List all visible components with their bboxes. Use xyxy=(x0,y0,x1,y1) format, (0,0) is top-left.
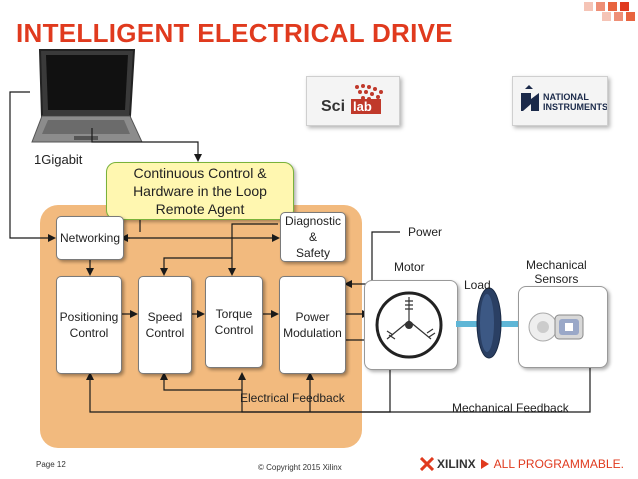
page-title: INTELLIGENT ELECTRICAL DRIVE xyxy=(16,18,453,48)
svg-text:lab: lab xyxy=(353,99,372,114)
callout-line-1: Continuous Control & xyxy=(133,165,267,181)
speed-label: Speed xyxy=(147,310,183,324)
speed-control: Control xyxy=(145,326,185,340)
positioning-label: Positioning xyxy=(59,310,119,324)
remote-agent-callout: Continuous Control & Hardware in the Loo… xyxy=(106,162,294,220)
power-label: Power xyxy=(408,225,443,239)
electrical-feedback-label: Electrical Feedback xyxy=(240,391,345,405)
laptop-icon xyxy=(31,49,143,143)
mechanical-sensors-line-2: Sensors xyxy=(534,272,579,286)
mechanical-sensors-label: Mechanical Sensors xyxy=(526,258,587,286)
callout-line-3: Remote Agent xyxy=(155,201,245,217)
diagnostic-safety-block: Diagnostic & Safety xyxy=(280,212,346,262)
corner-decoration xyxy=(578,0,638,22)
positioning-control: Control xyxy=(69,326,109,340)
national-instruments-logo: NATIONAL INSTRUMENTS xyxy=(512,76,608,126)
motor-box xyxy=(364,280,458,370)
brand-left: XILINX xyxy=(437,457,476,471)
gigabit-label: 1Gigabit xyxy=(34,152,83,167)
motor-icon xyxy=(375,291,443,359)
motor-label: Motor xyxy=(394,260,425,274)
positioning-control-block: Positioning Control xyxy=(56,276,122,374)
svg-text:Sci: Sci xyxy=(321,98,345,115)
networking-block: Networking xyxy=(56,216,124,260)
scilab-logo: Sci lab xyxy=(306,76,400,126)
svg-text:NATIONAL: NATIONAL xyxy=(543,92,589,102)
page-number: Page 12 xyxy=(36,460,66,469)
diagnostic-amp: & xyxy=(308,230,317,244)
svg-text:INSTRUMENTS: INSTRUMENTS xyxy=(543,102,607,112)
diagnostic-label: Diagnostic xyxy=(284,214,342,228)
torque-label: Torque xyxy=(215,307,253,321)
load-label: Load xyxy=(464,278,491,292)
mechanical-sensors-line-1: Mechanical xyxy=(526,258,587,272)
torque-control: Control xyxy=(214,323,254,337)
diagnostic-safety: Safety xyxy=(295,246,331,260)
encoder-icon xyxy=(528,312,584,342)
torque-control-block: Torque Control xyxy=(205,276,263,368)
copyright-text: © Copyright 2015 Xilinx xyxy=(258,463,342,472)
mechanical-sensor-box xyxy=(518,286,608,368)
power-modulation-block: Power Modulation xyxy=(279,276,346,374)
speed-control-block: Speed Control xyxy=(138,276,192,374)
brand-right: ALL PROGRAMMABLE. xyxy=(493,457,624,471)
chevron-right-icon xyxy=(480,459,489,469)
mechanical-feedback-label: Mechanical Feedback xyxy=(452,401,569,415)
power-mod-modulation: Modulation xyxy=(283,326,342,340)
networking-label: Networking xyxy=(59,231,121,245)
power-mod-label: Power xyxy=(295,310,330,324)
callout-line-2: Hardware in the Loop xyxy=(133,183,267,199)
xilinx-brand: XILINX ALL PROGRAMMABLE. xyxy=(420,455,624,473)
xilinx-logo-icon xyxy=(420,457,434,471)
load-disk xyxy=(476,287,502,359)
motor-shaft xyxy=(456,321,576,327)
